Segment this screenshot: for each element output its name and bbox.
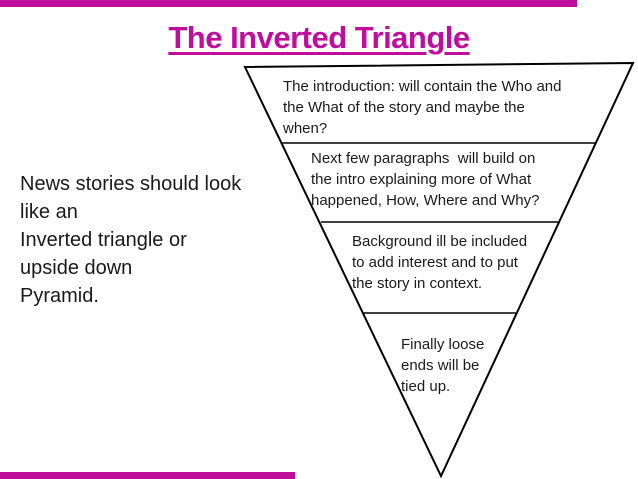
triangle-section-loose-ends: Finally loose ends will be tied up. [401,336,485,395]
top-accent-bar [0,0,577,7]
triangle-section-next-paragraphs: Next few paragraphs will build on the in… [311,150,540,209]
slide-title: The Inverted Triangle [168,20,470,55]
triangle-outline [243,61,635,479]
triangle-section-introduction: The introduction: will contain the Who a… [283,78,562,137]
bottom-accent-bar [0,472,295,479]
triangle-section-background: Background ill be included to add intere… [352,233,528,292]
left-note: News stories should look like an Inverte… [20,173,242,307]
